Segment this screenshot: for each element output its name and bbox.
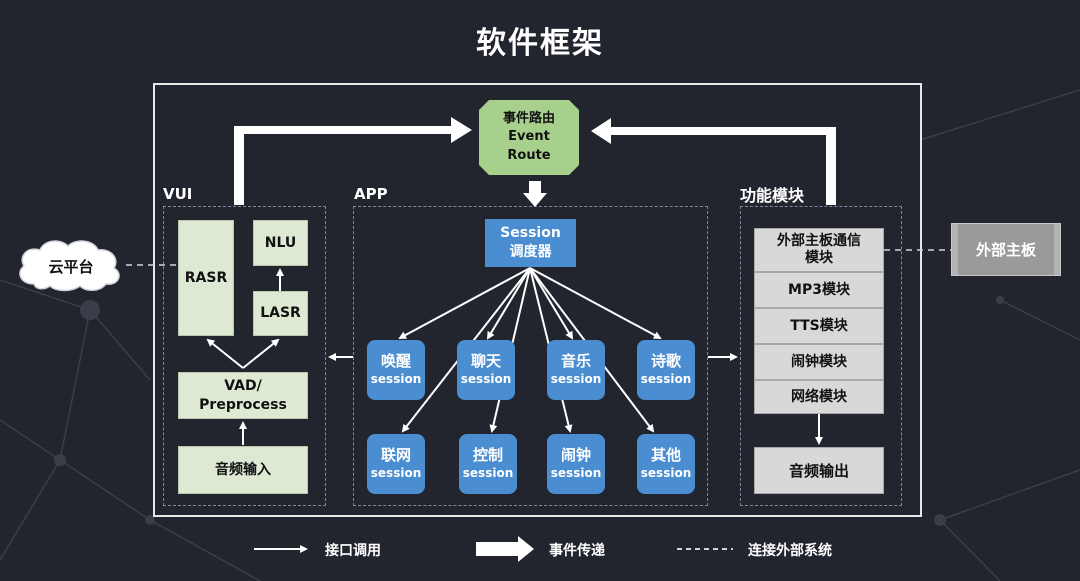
legend-event-arrow bbox=[476, 536, 534, 562]
session-name: 控制 bbox=[472, 446, 503, 465]
session-control: 控制 session bbox=[459, 434, 517, 494]
vui-label: VUI bbox=[163, 185, 193, 203]
scheduler-line1: Session bbox=[500, 225, 561, 242]
rasr-box: RASR bbox=[178, 220, 234, 336]
session-other: 其他 session bbox=[637, 434, 695, 494]
module-alarm: 闹钟模块 bbox=[754, 344, 884, 380]
external-board: 外部主板 bbox=[951, 223, 1061, 276]
event-route-line1: 事件路由 bbox=[502, 111, 555, 127]
session-name: 音乐 bbox=[560, 352, 591, 371]
session-name: 闹钟 bbox=[560, 446, 591, 465]
module-external-comm: 外部主板通信 模块 bbox=[754, 228, 884, 272]
session-sub: session bbox=[370, 465, 422, 480]
software-frame bbox=[153, 83, 922, 517]
session-sub: session bbox=[370, 371, 422, 386]
session-name: 聊天 bbox=[470, 352, 501, 371]
cloud-label: 云平台 bbox=[48, 258, 94, 276]
session-music: 音乐 session bbox=[547, 340, 605, 400]
module-tts: TTS模块 bbox=[754, 308, 884, 344]
event-route-line3: Route bbox=[507, 147, 551, 163]
vad-preprocess-box: VAD/ Preprocess bbox=[178, 372, 308, 419]
session-name: 联网 bbox=[380, 446, 411, 465]
session-network: 联网 session bbox=[367, 434, 425, 494]
session-scheduler: Session 调度器 bbox=[485, 219, 576, 267]
legend-interface-call: 接口调用 bbox=[325, 543, 381, 559]
session-sub: session bbox=[550, 371, 602, 386]
event-arrow-vui bbox=[234, 117, 472, 205]
event-route-node: 事件路由 Event Route bbox=[479, 100, 579, 175]
session-name: 其他 bbox=[650, 446, 681, 465]
event-arrow-func bbox=[591, 118, 836, 205]
func-label: 功能模块 bbox=[740, 186, 805, 205]
audio-input-box: 音频输入 bbox=[178, 446, 308, 494]
session-sub: session bbox=[640, 465, 692, 480]
session-sub: session bbox=[550, 465, 602, 480]
scheduler-line2: 调度器 bbox=[509, 244, 552, 260]
session-alarm: 闹钟 session bbox=[547, 434, 605, 494]
audio-output-box: 音频输出 bbox=[754, 447, 884, 494]
cloud-icon bbox=[19, 240, 120, 292]
legend-external-link: 连接外部系统 bbox=[748, 543, 832, 559]
module-network: 网络模块 bbox=[754, 380, 884, 414]
session-name: 诗歌 bbox=[650, 352, 681, 371]
event-arrow-down bbox=[523, 181, 547, 207]
vad-line2: Preprocess bbox=[199, 396, 287, 413]
func-section bbox=[740, 206, 902, 506]
session-chat: 聊天 session bbox=[457, 340, 515, 400]
lasr-box: LASR bbox=[253, 291, 308, 336]
vad-line1: VAD/ bbox=[224, 378, 262, 395]
app-section bbox=[353, 206, 708, 506]
module-mp3: MP3模块 bbox=[754, 272, 884, 308]
session-poetry: 诗歌 session bbox=[637, 340, 695, 400]
page-title: 软件框架 bbox=[476, 26, 604, 61]
vui-section bbox=[163, 206, 326, 506]
session-sub: session bbox=[640, 371, 692, 386]
nlu-box: NLU bbox=[253, 220, 308, 266]
app-label: APP bbox=[354, 185, 388, 203]
session-name: 唤醒 bbox=[380, 352, 411, 371]
event-route-line2: Event bbox=[508, 129, 550, 145]
session-wakeup: 唤醒 session bbox=[367, 340, 425, 400]
session-sub: session bbox=[462, 465, 514, 480]
legend-event-pass: 事件传递 bbox=[549, 543, 605, 559]
session-sub: session bbox=[460, 371, 512, 386]
